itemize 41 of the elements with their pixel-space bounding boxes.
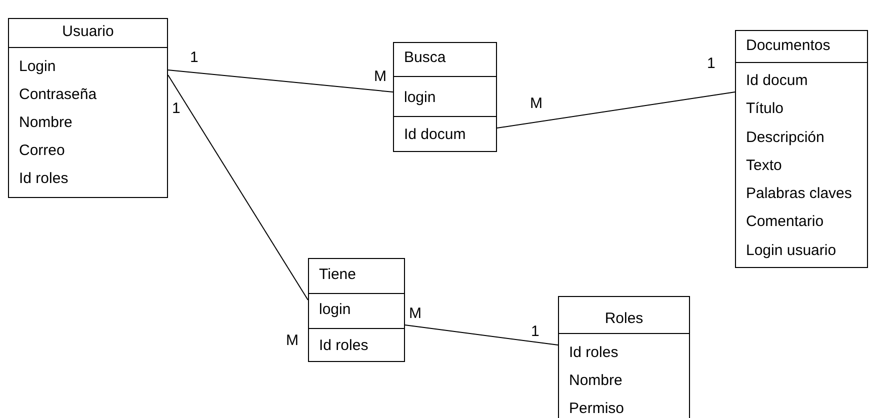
table-title: Tiene [319, 266, 356, 284]
cardinality-label: M [530, 95, 542, 113]
relationship-line [168, 70, 394, 92]
attribute-text: Permiso [569, 400, 624, 418]
attribute-text: Id docum [404, 126, 466, 144]
cardinality-label: 1 [707, 55, 716, 73]
attribute-text: Id roles [569, 344, 618, 362]
entity-table [308, 258, 405, 362]
cardinality-label: M [409, 305, 422, 323]
cardinality-label: M [286, 332, 298, 350]
attribute-text: Id roles [319, 337, 368, 355]
attribute-text: Contraseña [19, 86, 97, 104]
table-title: Roles [604, 310, 644, 328]
attribute-text: Título [746, 100, 784, 118]
attribute-text: Nombre [19, 114, 72, 132]
attribute-text: Palabras claves [746, 185, 852, 203]
cardinality-label: M [374, 68, 386, 86]
entity-table [8, 18, 168, 198]
attribute-text: Comentario [746, 213, 824, 231]
table-title: Documentos [746, 37, 830, 55]
entity-table [735, 30, 868, 268]
table-title: Usuario [62, 23, 114, 41]
attribute-text: login [319, 301, 351, 319]
entity-table [558, 296, 690, 418]
attribute-text: Descripción [746, 129, 824, 147]
attribute-text: Correo [19, 142, 65, 160]
attribute-text: login [404, 89, 436, 107]
entity-table [393, 42, 497, 152]
attribute-text: Texto [746, 157, 782, 175]
cardinality-label: 1 [190, 49, 198, 67]
attribute-text: Login usuario [746, 242, 836, 260]
cardinality-label: 1 [531, 323, 540, 341]
table-title: Busca [404, 49, 446, 67]
attribute-text: Nombre [569, 372, 622, 390]
cardinality-label: 1 [172, 100, 180, 118]
relationship-line [404, 324, 558, 346]
attribute-text: Id roles [19, 170, 68, 188]
attribute-text: Login [19, 58, 56, 76]
attribute-text: Id docum [746, 72, 808, 90]
relationship-line [168, 74, 308, 301]
relationship-line [496, 92, 736, 129]
